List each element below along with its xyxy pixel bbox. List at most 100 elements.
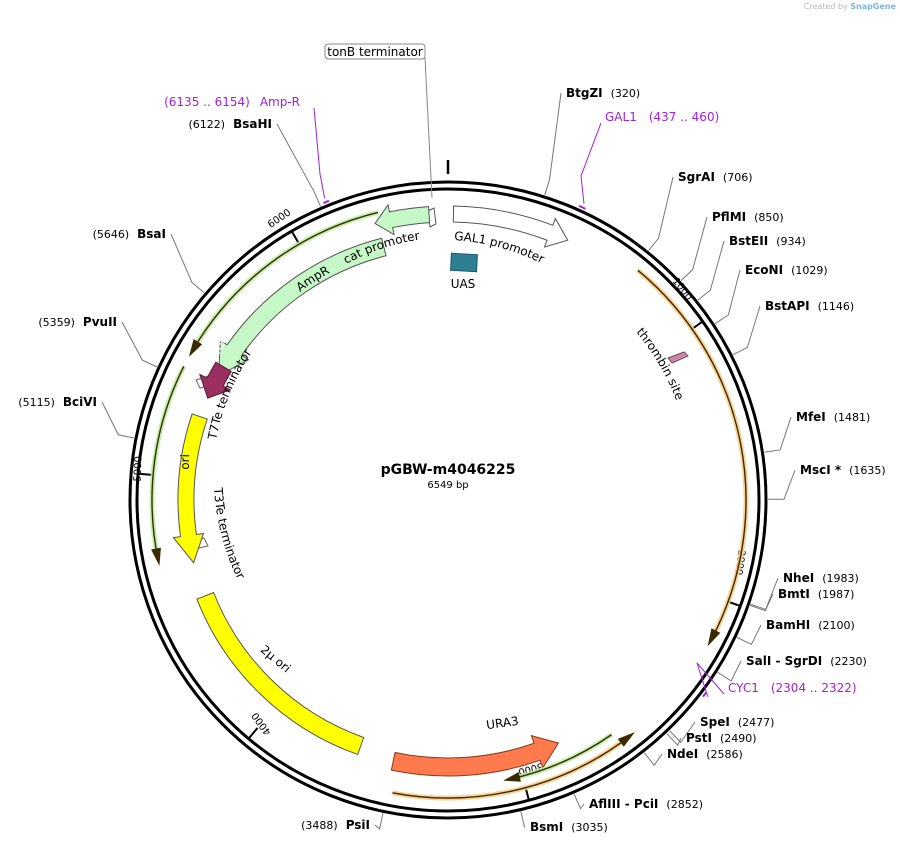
site-name: BsmI <box>530 820 563 834</box>
site-name: SalI - SgrDI <box>746 654 822 668</box>
site-leader-bstapi <box>732 305 761 356</box>
site-position: (1481) <box>834 411 871 424</box>
site-btgzi[interactable]: BtgZI(320) <box>566 86 640 100</box>
green-thin-arc-ampr <box>191 211 379 352</box>
site-sali[interactable]: SalI - SgrDI (2230) <box>746 654 867 668</box>
site-leader-sgrai <box>648 176 674 251</box>
site-position: (2586) <box>706 748 743 761</box>
tick-label: 6000 <box>266 207 293 230</box>
site-position: (1983) <box>822 572 859 585</box>
site-psti[interactable]: PstI (2490) <box>686 731 757 745</box>
site-position: (2477) <box>738 716 775 729</box>
site-pflmi[interactable]: PflMI (850) <box>712 210 784 224</box>
site-position: (1987) <box>818 588 855 601</box>
primer-mark-gal1 <box>578 204 586 210</box>
tick-mark <box>247 727 259 740</box>
site-name: PstI <box>686 731 712 745</box>
thrombin-site-label: thrombin site <box>634 325 687 402</box>
site-nhei[interactable]: NheI (1983) <box>783 571 859 585</box>
cat-promoter-feature <box>374 203 431 236</box>
site-name: SpeI <box>700 715 730 729</box>
orf-thin-arc-main-halo <box>636 268 749 642</box>
primer-name: GAL1 <box>605 110 637 124</box>
site-position: (1635) <box>849 464 886 477</box>
site-name: BamHI <box>766 618 810 632</box>
site-name: BstEII <box>729 234 768 248</box>
site-bstapi[interactable]: BstAPI(1146) <box>765 299 854 313</box>
primer-ampr[interactable]: (6135 .. 6154)Amp-R <box>164 95 300 109</box>
primer-mark-ampr <box>323 199 330 204</box>
primer-range: (6135 .. 6154) <box>164 95 250 109</box>
site-ndei[interactable]: NdeI (2586) <box>667 747 743 761</box>
site-bmti[interactable]: BmtI(1987) <box>778 587 854 601</box>
plasmid-length: 6549 bp <box>427 480 468 491</box>
site-name: MscI * <box>800 463 842 477</box>
site-position: (2852) <box>666 798 703 811</box>
site-name: BsaI <box>137 227 166 241</box>
ampr-feature <box>218 237 387 377</box>
site-psii[interactable]: (3488) PsiI <box>301 818 370 832</box>
site-name: AflIII - PciI <box>589 797 658 811</box>
site-position: (5359) <box>38 316 75 329</box>
orf-thin-arc-lower-arrowhead <box>617 732 635 747</box>
site-econi[interactable]: EcoNI(1029) <box>745 263 828 277</box>
primer-range: (2304 .. 2322) <box>771 681 857 695</box>
2mu-ori-feature <box>196 591 365 756</box>
orf-thin-arc-lower <box>392 735 631 799</box>
site-bcivi[interactable]: (5115)BciVI <box>18 395 97 409</box>
restriction-sites: BtgZI(320) SgrAI(706) PflMI (850) BstEII (934… <box>18 86 885 834</box>
site-sgrai[interactable]: SgrAI(706) <box>678 170 753 184</box>
ura3-label: URA3 <box>485 714 519 732</box>
site-leader-psii <box>374 813 384 830</box>
primer-cyc1[interactable]: CYC1(2304 .. 2322) <box>728 681 857 695</box>
site-position: (5115) <box>18 396 55 409</box>
site-bsmi[interactable]: BsmI (3035) <box>530 820 608 834</box>
site-position: (5646) <box>93 228 130 241</box>
primer-leader-cyc1 <box>696 662 725 698</box>
site-position: (2230) <box>830 655 867 668</box>
site-position: (2100) <box>818 619 855 632</box>
site-leader-bsteii <box>697 240 725 301</box>
site-position: (320) <box>611 87 641 100</box>
site-afliii[interactable]: AflIII - PciI (2852) <box>589 797 703 811</box>
site-bamhi[interactable]: BamHI (2100) <box>766 618 855 632</box>
site-leader-sali <box>717 660 742 682</box>
primer-mark-cyc1 <box>702 691 708 698</box>
site-position: (2490) <box>720 732 757 745</box>
tick-label: 5000 <box>133 456 145 482</box>
primer-range: (437 .. 460) <box>649 110 719 124</box>
site-position: (934) <box>776 235 806 248</box>
site-name: PflMI <box>712 210 746 224</box>
site-spei[interactable]: SpeI (2477) <box>700 715 774 729</box>
site-leader-msci <box>767 469 796 500</box>
tonb-label-box <box>324 43 426 60</box>
site-bsai[interactable]: (5646) BsaI <box>93 227 166 241</box>
site-name: PsiI <box>346 818 370 832</box>
site-name: BstAPI <box>765 299 810 313</box>
site-mfei[interactable]: MfeI (1481) <box>796 410 870 424</box>
site-position: (850) <box>754 211 784 224</box>
2mu-ori-label: 2μ ori <box>258 642 294 675</box>
backbone <box>128 180 768 820</box>
site-name: MfeI <box>796 410 826 424</box>
site-position: (3488) <box>301 819 338 832</box>
site-name: NdeI <box>667 747 698 761</box>
green-thin-arc-ampr-arrowhead <box>188 339 203 357</box>
site-leader-psti <box>666 733 682 747</box>
primer-gal1[interactable]: GAL1 (437 .. 460) <box>605 110 719 124</box>
site-leader-pflmi <box>680 216 708 282</box>
site-leader-ndei <box>643 752 663 767</box>
site-name: NheI <box>783 571 814 585</box>
site-leader-afliii <box>573 793 585 810</box>
site-pvuii[interactable]: (5359)PvuII <box>38 315 117 329</box>
site-leader-bsmi <box>520 811 526 828</box>
site-position: (3035) <box>571 821 608 834</box>
snapgene-credit: Created by SnapGene <box>804 2 896 11</box>
site-bsahi[interactable]: (6122)BsaHI <box>189 117 272 131</box>
site-bsteii[interactable]: BstEII (934) <box>729 234 806 248</box>
site-msci[interactable]: MscI * (1635) <box>800 463 886 477</box>
ori-feature <box>172 413 208 564</box>
t3te-terminator-label: T3Te terminator <box>211 486 248 581</box>
rop-label: rop <box>211 333 230 356</box>
